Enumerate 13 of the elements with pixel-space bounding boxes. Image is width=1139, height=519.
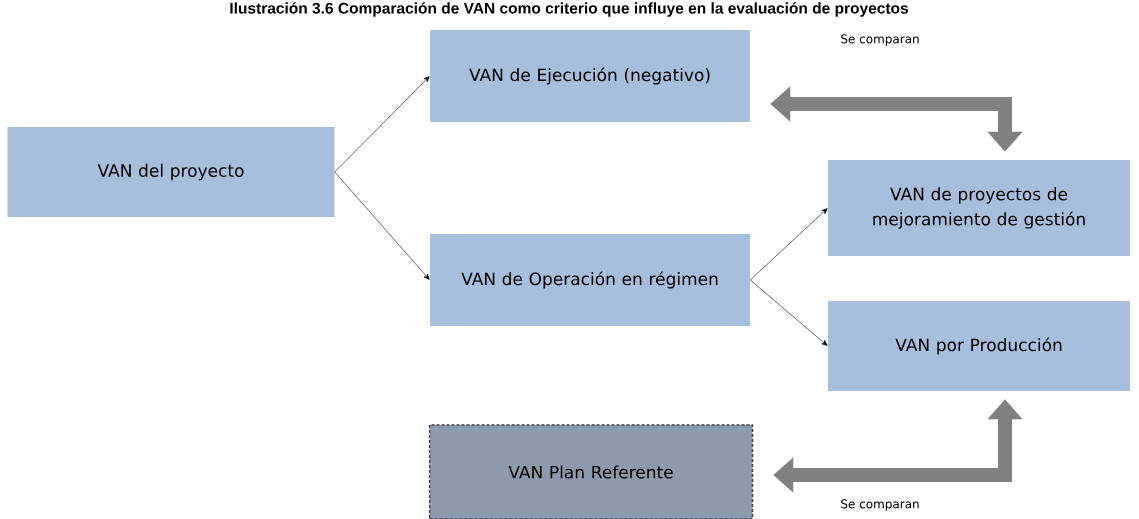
process-box: VAN Plan Referente: [428, 424, 754, 519]
process-box: VAN de proyectos de mejoramiento de gestión: [828, 160, 1130, 256]
process-box: VAN del proyecto: [7, 127, 335, 217]
edge-label: Se comparan: [841, 34, 919, 46]
arrow: [334, 76, 430, 173]
process-box: VAN por Producción: [828, 301, 1130, 391]
arrow: [749, 208, 828, 281]
arrow: [749, 279, 828, 346]
title: Ilustración 3.6 Comparación de VAN como criterio que influye en la evaluación de proyectos: [230, 2, 908, 17]
process-box: VAN de Operación en régimen: [430, 234, 750, 326]
process-box: VAN de Ejecución (negativo): [430, 30, 750, 122]
arrow: [334, 171, 430, 280]
edge-label: Se comparan: [841, 499, 919, 511]
